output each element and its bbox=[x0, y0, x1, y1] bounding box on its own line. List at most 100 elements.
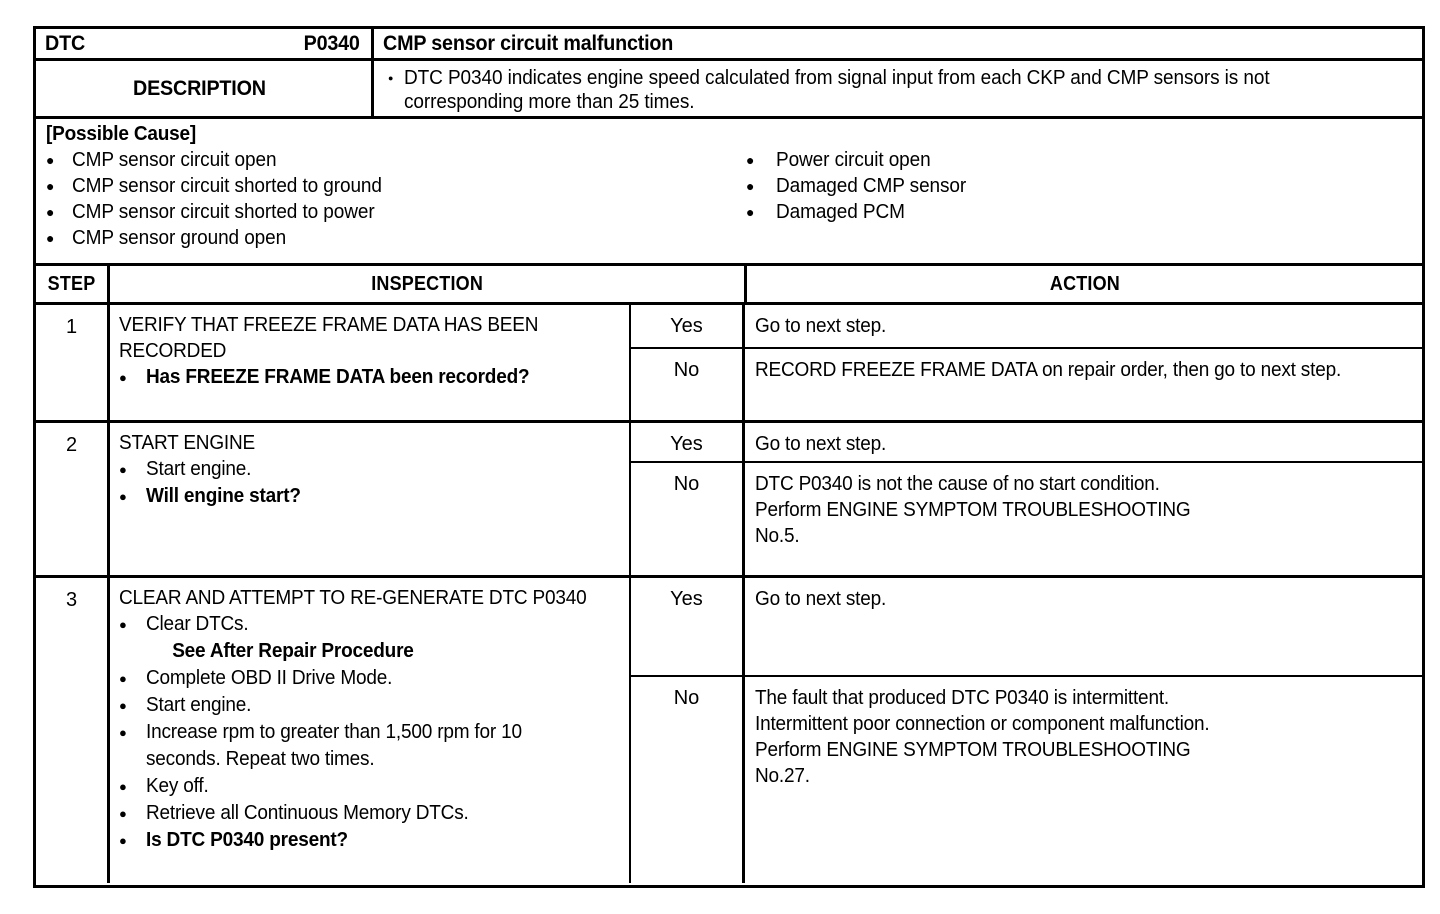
inspection-title: CLEAR AND ATTEMPT TO RE-GENERATE DTC P03… bbox=[119, 587, 587, 609]
dtc-header-row: DTC P0340 CMP sensor circuit malfunction bbox=[36, 29, 1422, 61]
possible-cause-item: ● Damaged PCM bbox=[746, 199, 1386, 225]
result-yes: Yes bbox=[631, 423, 742, 461]
inspection-cell: VERIFY THAT FREEZE FRAME DATA HAS BEEN R… bbox=[110, 305, 631, 420]
bullet-icon: ● bbox=[119, 833, 127, 848]
result-yes-label: Yes bbox=[670, 433, 703, 455]
inspection-item-label: Has FREEZE FRAME DATA been recorded? bbox=[146, 366, 530, 388]
result-yes-label: Yes bbox=[670, 315, 703, 337]
step-number: 1 bbox=[65, 316, 78, 338]
action-yes-text: Go to next step. bbox=[755, 433, 887, 455]
dtc-troubleshooting-table: DTC P0340 CMP sensor circuit malfunction… bbox=[33, 26, 1425, 888]
step-number: 3 bbox=[65, 589, 78, 611]
inspection-cell: CLEAR AND ATTEMPT TO RE-GENERATE DTC P03… bbox=[110, 578, 631, 883]
action-yes-text: Go to next step. bbox=[755, 588, 887, 610]
action-cell: Go to next step. RECORD FREEZE FRAME DAT… bbox=[745, 305, 1422, 420]
possible-cause-left-column: ● CMP sensor circuit open ● CMP sensor c… bbox=[46, 147, 746, 251]
inspection-item-subnote: See After Repair Procedure bbox=[172, 640, 414, 662]
step-number-cell: 2 bbox=[36, 423, 110, 575]
bullet-icon: ● bbox=[119, 462, 127, 477]
inspection-item: ● Is DTC P0340 present? bbox=[119, 827, 623, 854]
step-number: 2 bbox=[65, 434, 78, 456]
column-header-step-cell: STEP bbox=[36, 266, 110, 302]
bullet-icon: ● bbox=[388, 73, 394, 83]
column-header-step: STEP bbox=[47, 272, 96, 295]
inspection-item-label: Complete OBD II Drive Mode. bbox=[146, 667, 393, 689]
inspection-item: ● Key off. bbox=[119, 773, 623, 800]
result-no: No bbox=[631, 675, 742, 881]
bullet-icon: ● bbox=[746, 204, 755, 220]
action-no: The fault that produced DTC P0340 is int… bbox=[745, 675, 1422, 881]
bullet-icon: ● bbox=[119, 806, 127, 821]
inspection-item-label: Start engine. bbox=[146, 458, 252, 480]
possible-cause-item: ● Power circuit open bbox=[746, 147, 1386, 173]
result-cell: Yes No bbox=[631, 578, 745, 883]
column-header-action-cell: ACTION bbox=[747, 266, 1422, 302]
inspection-item-label: Is DTC P0340 present? bbox=[146, 829, 348, 851]
inspection-item: ● Complete OBD II Drive Mode. bbox=[119, 665, 623, 692]
possible-cause-right-column: ● Power circuit open ● Damaged CMP senso… bbox=[746, 147, 1386, 251]
possible-cause-item-label: CMP sensor circuit open bbox=[72, 149, 277, 171]
inspection-cell: START ENGINE ● Start engine. ● Will engi… bbox=[110, 423, 631, 575]
result-no: No bbox=[631, 346, 742, 420]
result-yes: Yes bbox=[631, 578, 742, 675]
description-text-cell: ● DTC P0340 indicates engine speed calcu… bbox=[374, 61, 1422, 116]
bullet-icon: ● bbox=[119, 725, 127, 740]
action-yes: Go to next step. bbox=[745, 578, 1422, 675]
description-label-cell: DESCRIPTION bbox=[36, 61, 374, 116]
possible-cause-item-label: CMP sensor circuit shorted to power bbox=[72, 201, 375, 223]
possible-cause-item: ● CMP sensor ground open bbox=[46, 225, 746, 251]
possible-cause-item-label: CMP sensor circuit shorted to ground bbox=[72, 175, 382, 197]
possible-cause-columns: ● CMP sensor circuit open ● CMP sensor c… bbox=[46, 147, 1422, 251]
action-no: DTC P0340 is not the cause of no start c… bbox=[745, 460, 1422, 575]
table-row: 1 VERIFY THAT FREEZE FRAME DATA HAS BEEN… bbox=[36, 305, 1422, 423]
dtc-label: DTC bbox=[45, 31, 86, 55]
inspection-item: ● Start engine. bbox=[119, 692, 623, 719]
result-no-label: No bbox=[673, 358, 700, 381]
bullet-icon: ● bbox=[119, 698, 127, 713]
bullet-icon: ● bbox=[46, 178, 55, 194]
table-row: 3 CLEAR AND ATTEMPT TO RE-GENERATE DTC P… bbox=[36, 578, 1422, 883]
inspection-item-label: Start engine. bbox=[146, 694, 252, 716]
action-no-text: The fault that produced DTC P0340 is int… bbox=[755, 687, 1210, 787]
inspection-item-label: Clear DTCs. bbox=[146, 613, 249, 635]
description-label: DESCRIPTION bbox=[132, 76, 266, 100]
inspection-item-label: Increase rpm to greater than 1,500 rpm f… bbox=[146, 721, 522, 770]
dtc-code: P0340 bbox=[303, 31, 360, 55]
result-no-label: No bbox=[673, 687, 700, 709]
inspection-item: ● Clear DTCs. bbox=[119, 611, 623, 638]
bullet-icon: ● bbox=[46, 230, 55, 246]
inspection-item-label: Retrieve all Continuous Memory DTCs. bbox=[146, 802, 469, 824]
bullet-icon: ● bbox=[119, 779, 127, 794]
step-number-cell: 1 bbox=[36, 305, 110, 420]
result-no-label: No bbox=[673, 472, 700, 495]
column-header-action: ACTION bbox=[1049, 272, 1120, 295]
column-header-inspection-cell: INSPECTION bbox=[110, 266, 747, 302]
bullet-icon: ● bbox=[746, 152, 755, 168]
dtc-code-cell: DTC P0340 bbox=[36, 29, 374, 58]
table-column-header-row: STEP INSPECTION ACTION bbox=[36, 266, 1422, 305]
possible-cause-row: [Possible Cause] ● CMP sensor circuit op… bbox=[36, 119, 1422, 266]
action-no-text: RECORD FREEZE FRAME DATA on repair order… bbox=[755, 358, 1342, 381]
description-text: DTC P0340 indicates engine speed calcula… bbox=[404, 67, 1270, 113]
possible-cause-item: ● CMP sensor circuit shorted to ground bbox=[46, 173, 746, 199]
bullet-icon: ● bbox=[119, 489, 127, 504]
column-header-inspection: INSPECTION bbox=[371, 272, 483, 295]
action-yes: Go to next step. bbox=[745, 305, 1422, 347]
inspection-item: ● Start engine. bbox=[119, 456, 623, 483]
result-cell: Yes No bbox=[631, 423, 745, 575]
table-row: 2 START ENGINE ● Start engine. ● Will en… bbox=[36, 423, 1422, 578]
result-yes-label: Yes bbox=[670, 588, 703, 610]
action-no-text: DTC P0340 is not the cause of no start c… bbox=[755, 472, 1191, 547]
possible-cause-item: ● CMP sensor circuit shorted to power bbox=[46, 199, 746, 225]
action-cell: Go to next step. The fault that produced… bbox=[745, 578, 1422, 883]
inspection-item-label: Will engine start? bbox=[146, 485, 301, 507]
inspection-item: ● Increase rpm to greater than 1,500 rpm… bbox=[119, 719, 623, 773]
bullet-icon: ● bbox=[46, 204, 55, 220]
possible-cause-item-label: Damaged PCM bbox=[776, 201, 905, 223]
dtc-title: CMP sensor circuit malfunction bbox=[383, 31, 674, 55]
bullet-icon: ● bbox=[746, 178, 755, 194]
bullet-icon: ● bbox=[119, 671, 127, 686]
bullet-icon: ● bbox=[119, 370, 127, 385]
action-no: RECORD FREEZE FRAME DATA on repair order… bbox=[745, 346, 1422, 420]
result-cell: Yes No bbox=[631, 305, 745, 420]
